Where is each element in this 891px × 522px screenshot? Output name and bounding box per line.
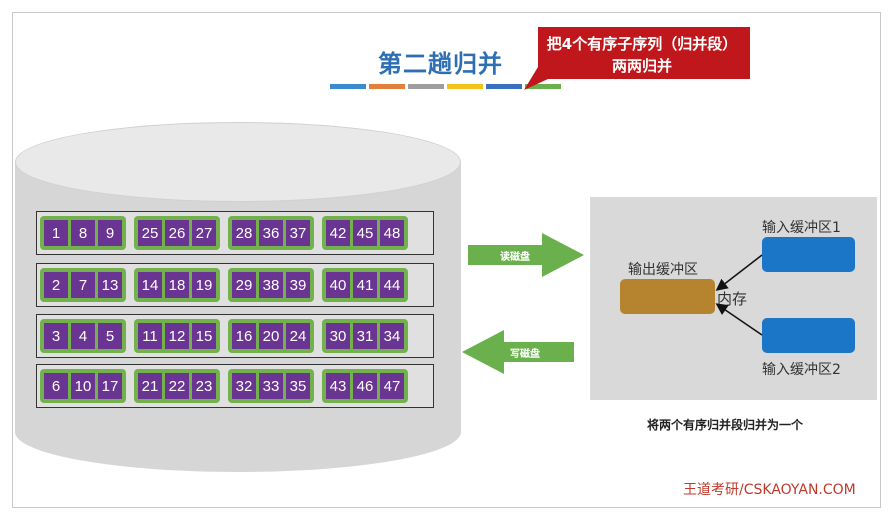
record-cell: 20 xyxy=(259,323,283,349)
record-cell: 35 xyxy=(286,373,310,399)
read-disk-arrow: 读磁盘 xyxy=(468,233,584,281)
record-cell: 18 xyxy=(165,272,189,298)
record-cell: 12 xyxy=(165,323,189,349)
record-cell: 45 xyxy=(353,220,377,246)
record-cell: 13 xyxy=(98,272,122,298)
record-cell: 19 xyxy=(192,272,216,298)
stripe xyxy=(369,84,405,89)
record-cell: 32 xyxy=(232,373,256,399)
record-cell: 40 xyxy=(326,272,350,298)
write-disk-label: 写磁盘 xyxy=(510,345,540,360)
record-cell: 23 xyxy=(192,373,216,399)
record-cell: 3 xyxy=(44,323,68,349)
record-cell: 46 xyxy=(353,373,377,399)
record-cell: 4 xyxy=(71,323,95,349)
record-cell: 31 xyxy=(353,323,377,349)
record-cell: 27 xyxy=(192,220,216,246)
record-cell: 37 xyxy=(286,220,310,246)
stripe xyxy=(408,84,444,89)
stripe xyxy=(330,84,366,89)
record-cell: 6 xyxy=(44,373,68,399)
record-cell: 25 xyxy=(138,220,162,246)
record-cell: 43 xyxy=(326,373,350,399)
caption-text: 将两个有序归并段归并为一个 xyxy=(647,416,803,433)
stripe xyxy=(447,84,483,89)
record-cell: 1 xyxy=(44,220,68,246)
record-cell: 38 xyxy=(259,272,283,298)
record-cell: 26 xyxy=(165,220,189,246)
record-cell: 33 xyxy=(259,373,283,399)
record-cell: 28 xyxy=(232,220,256,246)
record-cell: 36 xyxy=(259,220,283,246)
record-cell: 44 xyxy=(380,272,404,298)
record-cell: 21 xyxy=(138,373,162,399)
stripe xyxy=(486,84,522,89)
record-cell: 22 xyxy=(165,373,189,399)
callout-text: 把4个有序子序列（归并段） 两两归并 xyxy=(534,33,750,77)
record-cell: 42 xyxy=(326,220,350,246)
disk-top xyxy=(15,122,461,202)
record-cell: 14 xyxy=(138,272,162,298)
record-cell: 34 xyxy=(380,323,404,349)
buffer-arrows xyxy=(590,197,877,400)
record-cell: 39 xyxy=(286,272,310,298)
callout-line-2: 两两归并 xyxy=(534,55,750,77)
record-cell: 8 xyxy=(71,220,95,246)
callout-box: 把4个有序子序列（归并段） 两两归并 xyxy=(524,27,750,90)
record-cell: 30 xyxy=(326,323,350,349)
record-cell: 24 xyxy=(286,323,310,349)
record-cell: 2 xyxy=(44,272,68,298)
record-cell: 11 xyxy=(138,323,162,349)
write-disk-arrow: 写磁盘 xyxy=(462,330,574,378)
record-cell: 9 xyxy=(98,220,122,246)
record-cell: 5 xyxy=(98,323,122,349)
record-cell: 15 xyxy=(192,323,216,349)
record-cell: 47 xyxy=(380,373,404,399)
memory-area: 输入缓冲区1 输出缓冲区 内存 输入缓冲区2 xyxy=(590,197,877,400)
record-cell: 16 xyxy=(232,323,256,349)
record-cell: 10 xyxy=(71,373,95,399)
record-cell: 29 xyxy=(232,272,256,298)
brand-text: 王道考研/CSKAOYAN.COM xyxy=(683,479,856,499)
record-cell: 7 xyxy=(71,272,95,298)
record-cell: 48 xyxy=(380,220,404,246)
read-disk-label: 读磁盘 xyxy=(500,248,530,263)
record-cell: 17 xyxy=(98,373,122,399)
callout-line-1: 把4个有序子序列（归并段） xyxy=(534,33,750,55)
record-cell: 41 xyxy=(353,272,377,298)
slide-title: 第二趟归并 xyxy=(378,44,503,79)
